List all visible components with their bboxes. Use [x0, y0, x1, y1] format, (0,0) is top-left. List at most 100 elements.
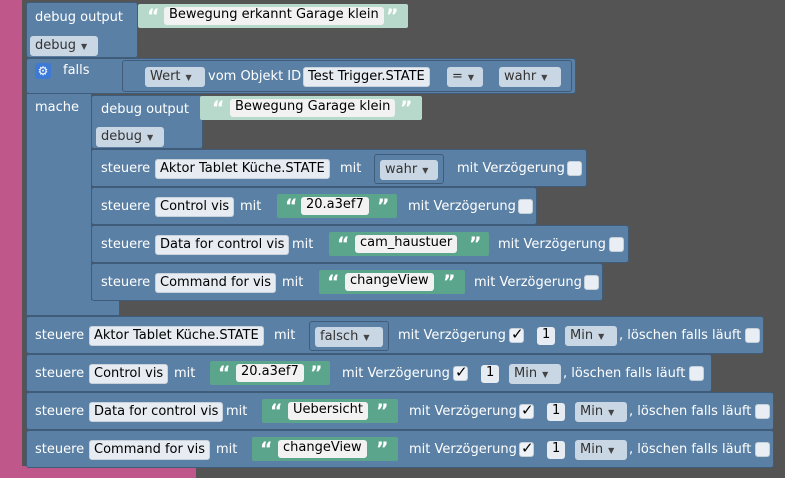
string-block[interactable]: “ cam_haustuer ” — [329, 232, 489, 256]
string-block-debug2[interactable]: “ Bewegung Garage klein ” — [200, 96, 422, 120]
bool-block[interactable]: wahr ▼ — [374, 154, 444, 184]
open-quote-icon: “ — [337, 233, 350, 255]
delay-number[interactable]: 1 — [547, 403, 566, 421]
chevron-down-icon: ▼ — [422, 166, 429, 175]
wert-value: Wert — [150, 69, 181, 84]
outer-steuere-3[interactable]: steuere Data for control vis mit “ Ueber… — [26, 392, 774, 430]
target-field[interactable]: Aktor Tablet Küche.STATE — [155, 159, 330, 179]
mache-label: mache — [35, 100, 80, 115]
mit-label: mit — [226, 404, 248, 419]
string-value[interactable]: changeView — [345, 273, 434, 291]
delay-checkbox[interactable] — [609, 237, 624, 252]
bool-value: wahr — [385, 162, 418, 177]
wert-dropdown[interactable]: Wert ▼ — [145, 67, 205, 87]
chevron-down-icon: ▼ — [185, 73, 192, 82]
delay-checkbox[interactable] — [519, 401, 534, 419]
object-id-field[interactable]: Test Trigger.STATE — [303, 67, 430, 87]
string-value[interactable]: 20.a3ef7 — [301, 197, 369, 215]
string-block[interactable]: “ 20.a3ef7 ” — [210, 361, 330, 385]
unit-dropdown[interactable]: Min▼ — [575, 440, 627, 460]
event-block[interactable] — [0, 0, 22, 478]
value-dropdown[interactable]: wahr ▼ — [499, 67, 561, 87]
unit-dropdown[interactable]: Min▼ — [575, 402, 627, 422]
bool-dropdown[interactable]: falsch▼ — [315, 327, 383, 347]
string-block[interactable]: “ changeView ” — [252, 437, 398, 461]
debug1-text[interactable]: Bewegung erkannt Garage klein — [164, 7, 384, 25]
outer-steuere-4[interactable]: steuere Command for vis mit “ changeView… — [26, 430, 774, 468]
target-field[interactable]: Aktor Tablet Küche.STATE — [89, 326, 264, 346]
outer-steuere-2[interactable]: steuere Control vis mit “ 20.a3ef7 ” mit… — [26, 354, 712, 392]
open-quote-icon: “ — [327, 271, 340, 293]
debug-level-dropdown[interactable]: debug ▼ — [30, 36, 98, 56]
delay-checkbox[interactable] — [567, 161, 582, 176]
chevron-down-icon: ▼ — [147, 133, 154, 142]
string-value[interactable]: Uebersicht — [288, 402, 368, 420]
debug-level-dropdown[interactable]: debug▼ — [96, 127, 164, 147]
bool-dropdown[interactable]: wahr ▼ — [380, 160, 438, 180]
cancel-checkbox[interactable] — [745, 328, 760, 343]
operator-dropdown[interactable]: =▼ — [447, 67, 483, 87]
open-quote-icon: “ — [285, 195, 298, 217]
close-quote-icon: ” — [386, 5, 399, 27]
cancel-checkbox[interactable] — [755, 404, 770, 419]
delay-checkbox[interactable] — [453, 363, 468, 381]
chevron-down-icon: ▼ — [81, 42, 88, 51]
delay-label: mit Verzögerung — [342, 366, 450, 381]
target-field[interactable]: Control vis — [89, 364, 169, 384]
unit-dropdown[interactable]: Min▼ — [565, 326, 617, 346]
bool-block[interactable]: falsch▼ — [309, 321, 389, 351]
delay-number[interactable]: 1 — [547, 441, 566, 459]
target-field[interactable]: Data for control vis — [89, 402, 224, 422]
delay-checkbox[interactable] — [509, 325, 524, 343]
debug2-text[interactable]: Bewegung Garage klein — [230, 99, 396, 117]
inner-steuere-3[interactable]: steuere Data for control vis mit “ cam_h… — [91, 225, 629, 263]
gear-icon[interactable]: ⚙ — [35, 63, 51, 79]
close-quote-icon: ” — [310, 362, 323, 384]
target-field[interactable]: Command for vis — [89, 440, 211, 460]
unit-dropdown[interactable]: Min▼ — [509, 364, 561, 384]
string-block[interactable]: “ Uebersicht ” — [262, 399, 398, 423]
string-block-debug1[interactable]: “ Bewegung erkannt Garage klein ” — [138, 4, 408, 28]
delay-number[interactable]: 1 — [537, 327, 556, 345]
if-left-rail: mache — [26, 94, 92, 312]
string-block[interactable]: “ changeView ” — [319, 270, 465, 294]
delay-label: mit Verzögerung — [498, 237, 606, 252]
string-value[interactable]: cam_haustuer — [355, 235, 458, 253]
delay-checkbox[interactable] — [519, 439, 534, 457]
debug-output-block-1[interactable]: debug output debug▼ — [26, 2, 138, 58]
steuere-label: steuere — [35, 404, 85, 419]
outer-steuere-1[interactable]: steuere Aktor Tablet Küche.STATE mit fal… — [26, 316, 764, 354]
target-field[interactable]: Command for vis — [155, 273, 277, 293]
target-field[interactable]: Data for control vis — [155, 235, 290, 255]
mit-label: mit — [174, 366, 196, 381]
cancel-label: , löschen falls läuft — [629, 442, 752, 457]
delay-checkbox[interactable] — [584, 275, 599, 290]
open-quote-icon: “ — [218, 362, 231, 384]
close-quote-icon: ” — [469, 233, 482, 255]
delay-label: mit Verzögerung — [474, 275, 582, 290]
falls-label: falls — [63, 63, 90, 78]
inner-steuere-1[interactable]: steuere Aktor Tablet Küche.STATE mit wah… — [91, 149, 587, 187]
delay-checkbox[interactable] — [518, 199, 533, 214]
chevron-down-icon: ▼ — [541, 73, 548, 82]
debug-level-value: debug — [35, 38, 76, 53]
close-quote-icon: ” — [376, 438, 389, 460]
string-value[interactable]: 20.a3ef7 — [236, 364, 304, 382]
inner-steuere-4[interactable]: steuere Command for vis mit “ changeView… — [91, 263, 603, 301]
unit-value: Min — [514, 366, 538, 381]
debug-output-block-2[interactable]: debug output debug▼ — [91, 95, 203, 149]
inner-steuere-2[interactable]: steuere Control vis mit “ 20.a3ef7 ” mit… — [91, 187, 537, 225]
comparison-block[interactable]: Wert▼ vom Objekt ID Test Trigger.STATE =… — [122, 60, 572, 92]
string-value[interactable]: changeView — [278, 440, 367, 458]
close-quote-icon: ” — [377, 195, 390, 217]
target-field[interactable]: Control vis — [155, 197, 235, 217]
cancel-checkbox[interactable] — [689, 366, 704, 381]
operator-value: = — [452, 69, 463, 84]
cancel-checkbox[interactable] — [755, 442, 770, 457]
delay-label: mit Verzögerung — [408, 199, 516, 214]
steuere-label: steuere — [101, 275, 151, 290]
string-block[interactable]: “ 20.a3ef7 ” — [277, 194, 397, 218]
delay-number[interactable]: 1 — [481, 365, 500, 383]
value-value: wahr — [504, 69, 537, 84]
mit-label: mit — [282, 275, 304, 290]
